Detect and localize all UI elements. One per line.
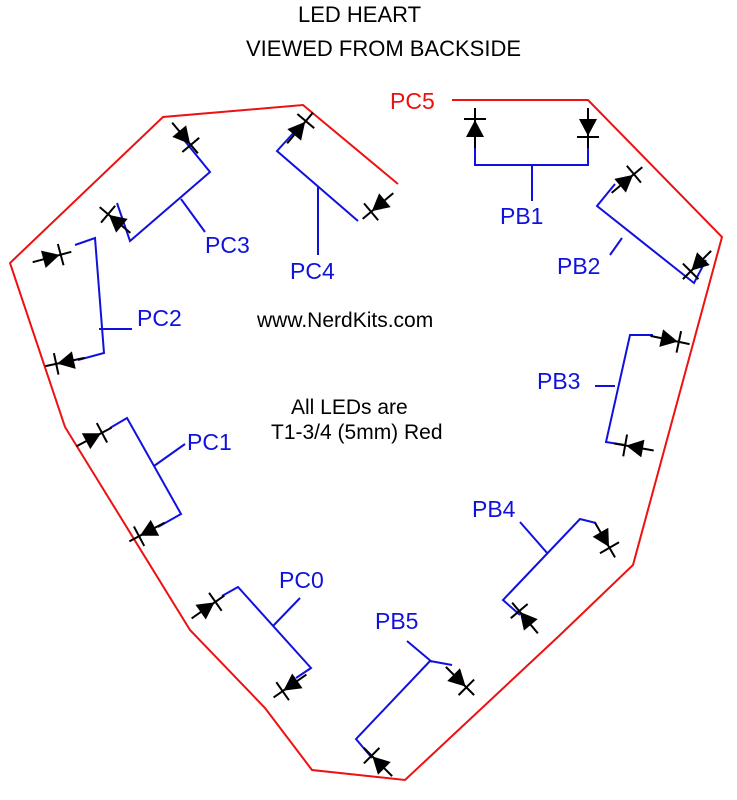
- led-pc1-b: [128, 519, 166, 547]
- label-pb5: PB5: [375, 608, 418, 634]
- branch-pb1: [474, 140, 589, 166]
- led-pc0-b: [273, 673, 307, 701]
- branch-pc0: [221, 585, 313, 679]
- heart-outline-wire: [8, 99, 724, 782]
- lead-pb2: [609, 237, 623, 256]
- note-line-1: All LEDs are: [291, 396, 408, 419]
- branch-pc1: [109, 416, 183, 528]
- led-pc4-a: [286, 112, 315, 144]
- label-pc0: PC0: [279, 567, 324, 593]
- label-pb1: PB1: [500, 203, 543, 229]
- led-pb5-b: [363, 747, 393, 777]
- led-pb4-a: [592, 522, 620, 558]
- lead-pc0: [272, 597, 301, 627]
- label-pc3: PC3: [205, 232, 250, 258]
- website-text: www.NerdKits.com: [256, 309, 433, 332]
- led-pc2-b: [45, 351, 85, 375]
- branch-pb4: [501, 517, 597, 616]
- branch-pc4: [275, 128, 359, 222]
- label-pc2: PC2: [137, 305, 182, 331]
- branch-pb5: [354, 659, 453, 759]
- led-pb5-a: [445, 666, 475, 696]
- branch-pc2: [74, 236, 106, 361]
- title-line-2: VIEWED FROM BACKSIDE: [246, 36, 521, 61]
- led-pb1-a: [464, 108, 486, 148]
- led-pc4-b: [362, 192, 394, 221]
- label-pb2: PB2: [557, 253, 600, 279]
- lead-pc1: [153, 443, 186, 467]
- branch-pb3: [604, 334, 653, 446]
- label-pc1: PC1: [187, 429, 232, 455]
- lead-pb5: [406, 640, 433, 663]
- label-pb4: PB4: [472, 496, 516, 522]
- led-pb4-b: [510, 602, 539, 634]
- lead-pb4: [519, 521, 549, 555]
- led-pb2-a: [611, 165, 643, 194]
- led-pc3-b: [99, 205, 131, 234]
- note-line-2: T1-3/4 (5mm) Red: [271, 421, 443, 444]
- label-pc4: PC4: [290, 258, 335, 284]
- led-pc1-a: [75, 422, 113, 450]
- lead-pc3: [180, 198, 206, 233]
- led-pb2-b: [682, 250, 712, 280]
- title-line-1: LED HEART: [298, 2, 421, 27]
- led-pb3-a: [650, 329, 690, 353]
- branch-pb2: [595, 183, 707, 285]
- label-pb3: PB3: [537, 368, 580, 394]
- led-pb1-b: [577, 108, 599, 148]
- branch-wires: [74, 128, 707, 759]
- led-pc3-a: [171, 122, 200, 154]
- branch-pc3: [116, 139, 212, 243]
- led-pb3-b: [614, 434, 654, 458]
- led-pc0-a: [191, 592, 225, 620]
- led-pc2-a: [32, 243, 72, 269]
- label-pc5: PC5: [390, 88, 435, 114]
